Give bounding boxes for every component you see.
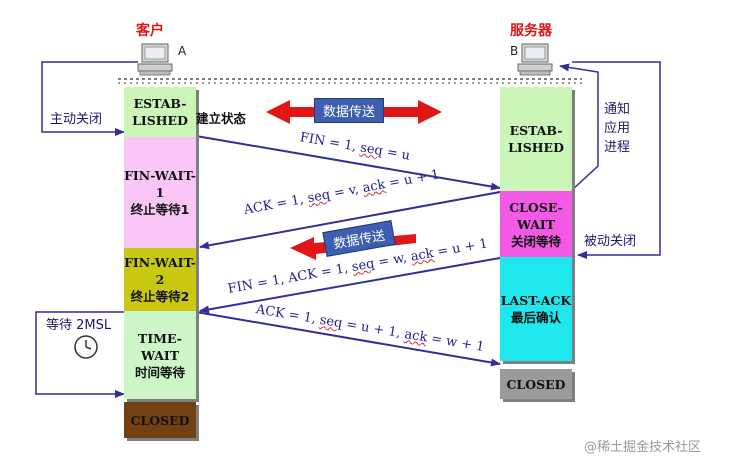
state-en2: LISHED	[132, 113, 188, 128]
fin-ack-arrow	[199, 257, 501, 314]
state-en: LAST-ACK	[500, 293, 572, 308]
client-state-time-wait: TIME-WAIT 时间等待	[124, 311, 196, 399]
client-label: 客户	[136, 23, 164, 39]
state-en: CLOSE-WAIT	[509, 199, 563, 232]
active-close-label: 主动关闭	[50, 112, 103, 127]
passive-close-label: 被动关闭	[584, 234, 637, 249]
state-cn: 关闭等待	[510, 233, 561, 249]
state-en: FIN-WAIT-1	[124, 168, 196, 200]
client-state-fin-wait-1: FIN-WAIT-1 终止等待1	[124, 137, 196, 248]
server-label: 服务器	[510, 23, 552, 39]
state-en: CLOSED	[130, 412, 190, 428]
client-letter: A	[178, 44, 187, 58]
server-state-closed: CLOSED	[500, 369, 572, 399]
wait-2msl-line	[35, 311, 125, 398]
state-en2: LISHED	[508, 140, 564, 155]
state-en: CLOSED	[506, 376, 566, 392]
state-cn: 时间等待	[134, 364, 185, 380]
server-state-last-ack: LAST-ACK 最后确认	[500, 257, 572, 361]
server-state-close-wait: CLOSE-WAIT 关闭等待	[500, 191, 572, 257]
notify-line-3: 进程	[604, 140, 631, 155]
server-state-established: ESTAB- LISHED	[500, 87, 572, 191]
server-letter: B	[510, 44, 519, 58]
client-state-established: ESTAB- LISHED	[124, 87, 196, 137]
state-cn: 最后确认	[510, 310, 561, 325]
client-state-fin-wait-2: FIN-WAIT-2 终止等待2	[124, 248, 196, 311]
state-en: TIME-WAIT	[138, 330, 182, 363]
state-en: ESTAB-	[509, 123, 563, 138]
notify-line-2: 应用	[604, 121, 631, 136]
wait-2msl-label: 等待 2MSL	[46, 318, 112, 333]
notify-line-1: 通知	[604, 102, 631, 117]
client-state-closed: CLOSED	[124, 402, 196, 438]
notify-line	[559, 63, 599, 191]
clock-icon	[74, 335, 98, 359]
ack-arrow	[199, 191, 501, 250]
computer-icon	[517, 43, 553, 76]
final-ack-arrow	[195, 311, 501, 367]
data-transfer-label: 数据传送	[314, 98, 385, 123]
state-en: ESTAB-	[133, 96, 187, 111]
active-close-line	[41, 61, 138, 136]
state-cn: 终止等待2	[130, 289, 190, 304]
state-cn: 终止等待1	[130, 202, 190, 217]
watermark: @稀土掘金技术社区	[584, 440, 702, 455]
computer-icon	[137, 43, 173, 76]
notify-label: 通知 应用 进程	[604, 100, 630, 157]
state-en: FIN-WAIT-2	[124, 255, 196, 287]
passive-close-line	[572, 61, 661, 259]
established-label: 建立状态	[196, 111, 247, 126]
fin-arrow	[195, 135, 501, 191]
